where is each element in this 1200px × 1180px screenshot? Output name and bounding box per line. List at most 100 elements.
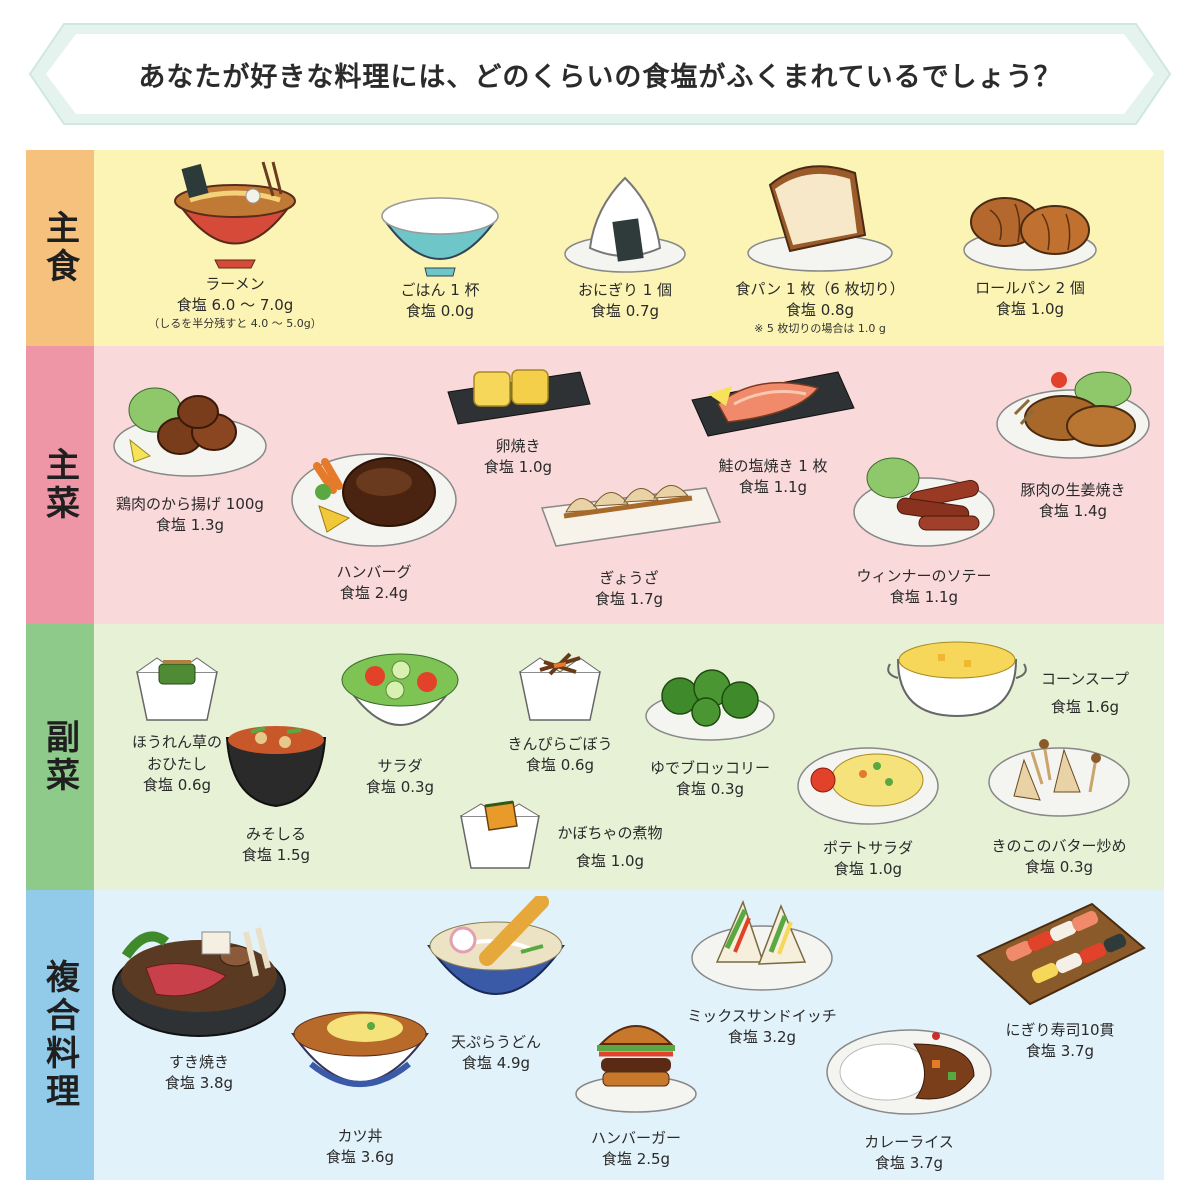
misoshiru-name: みそしる (245, 825, 306, 843)
roll-bread-illustration (963, 197, 1097, 271)
tempura-udon-illustration (427, 896, 565, 995)
section-main: 主菜 (26, 346, 1164, 624)
ohitashi-salt: 食塩 0.6g (142, 776, 212, 794)
shogayaki-salt: 食塩 1.4g (1038, 502, 1108, 520)
tempura-udon-salt: 食塩 4.9g (461, 1054, 531, 1072)
katsudon-illustration (291, 1011, 429, 1087)
salad-illustration (341, 653, 459, 726)
roll-name: ロールパン 2 個 (975, 279, 1085, 297)
item-ohitashi: ほうれん草の おひたし 食塩 0.6g (102, 648, 252, 796)
item-kinpira: きんぴらごぼう 食塩 0.6g (480, 650, 640, 776)
potato-salad-name: ポテトサラダ (822, 839, 913, 857)
title-frame (28, 23, 1172, 125)
sukiyaki-name: すき焼き (168, 1053, 229, 1071)
cornsoup-illustration (887, 641, 1027, 718)
ohitashi-name-line1: ほうれん草の (131, 733, 222, 751)
hamburger-illustration (575, 1025, 697, 1113)
item-broccoli: ゆでブロッコリー 食塩 0.3g (630, 662, 790, 800)
sushi-name: にぎり寿司10貫 (1005, 1021, 1115, 1039)
ramen-salt: 食塩 6.0 ～ 7.0g (176, 296, 294, 314)
item-katsudon: カツ丼 食塩 3.6g (280, 994, 440, 1168)
karaage-illustration (113, 387, 267, 477)
potato-salad-salt: 食塩 1.0g (833, 860, 903, 878)
kinoko-salt: 食塩 0.3g (1024, 858, 1094, 876)
section-label-combined: 複合料理 (26, 890, 94, 1180)
kinpira-illustration (519, 652, 601, 721)
curry-illustration (826, 1029, 992, 1115)
ohitashi-illustration (136, 657, 218, 721)
item-salad: サラダ 食塩 0.3g (330, 640, 470, 798)
broccoli-name: ゆでブロッコリー (649, 759, 770, 777)
rice-bowl-illustration (381, 197, 499, 277)
curry-salt: 食塩 3.7g (874, 1154, 944, 1172)
shogayaki-illustration (996, 371, 1150, 459)
hamburger-name: ハンバーガー (590, 1129, 681, 1147)
sandwich-salt: 食塩 3.2g (727, 1028, 797, 1046)
section-body-main (94, 346, 1164, 624)
hamburg-illustration (291, 453, 457, 547)
misoshiru-salt: 食塩 1.5g (241, 846, 311, 864)
hamburger-salt: 食塩 2.5g (601, 1150, 671, 1168)
item-kinoko: きのこのバター炒め 食塩 0.3g (976, 730, 1142, 878)
item-sandwich: ミックスサンドイッチ 食塩 3.2g (670, 892, 854, 1048)
item-rice: ごはん 1 杯 食塩 0.0g (360, 180, 520, 322)
ramen-illustration (174, 161, 296, 269)
item-shogayaki: 豚肉の生姜焼き 食塩 1.4g (988, 360, 1158, 522)
item-karaage: 鶏肉のから揚げ 100g 食塩 1.3g (100, 370, 280, 536)
tamagoyaki-salt: 食塩 1.0g (483, 458, 553, 476)
item-bread: 食パン 1 枚（6 枚切り） 食塩 0.8g ※ 5 枚切りの場合は 1.0 g (720, 155, 920, 337)
ramen-note: （しるを半分残すと 4.0 ～ 5.0g） (148, 317, 322, 330)
kinpira-salt: 食塩 0.6g (525, 756, 595, 774)
kinpira-name: きんぴらごぼう (507, 735, 613, 753)
item-tempura-udon: 天ぷらうどん 食塩 4.9g (416, 896, 576, 1074)
gyoza-illustration (540, 485, 722, 547)
bread-note: ※ 5 枚切りの場合は 1.0 g (754, 322, 886, 335)
item-sushi: にぎり寿司10貫 食塩 3.7g (970, 898, 1150, 1062)
shogayaki-name: 豚肉の生姜焼き (1020, 481, 1126, 499)
wiener-name: ウィンナーのソテー (856, 567, 992, 585)
broccoli-salt: 食塩 0.3g (675, 780, 745, 798)
sandwich-illustration (691, 899, 833, 991)
rice-salt: 食塩 0.0g (405, 302, 475, 320)
kabocha-salt: 食塩 1.0g (575, 852, 645, 870)
onigiri-salt: 食塩 0.7g (590, 302, 660, 320)
item-roll: ロールパン 2 個 食塩 1.0g (950, 180, 1110, 320)
karaage-name: 鶏肉のから揚げ 100g (116, 495, 264, 513)
broccoli-illustration (645, 669, 775, 741)
sandwich-name: ミックスサンドイッチ (687, 1007, 837, 1025)
bread-illustration (747, 165, 893, 272)
tamagoyaki-illustration (447, 369, 591, 425)
kinoko-name: きのこのバター炒め (991, 837, 1127, 855)
gyoza-salt: 食塩 1.7g (594, 590, 664, 608)
sushi-salt: 食塩 3.7g (1025, 1042, 1095, 1060)
bread-salt: 食塩 0.8g (785, 301, 855, 319)
item-hamburger: ハンバーガー 食塩 2.5g (556, 1010, 716, 1170)
item-curry: カレーライス 食塩 3.7g (824, 1014, 994, 1174)
section-label-side: 副菜 (26, 624, 94, 890)
item-tamagoyaki: 卵焼き 食塩 1.0g (438, 358, 598, 478)
item-salmon: 鮭の塩焼き 1 枚 食塩 1.1g (688, 364, 858, 498)
roll-salt: 食塩 1.0g (995, 300, 1065, 318)
sushi-illustration (976, 902, 1146, 1006)
rice-name: ごはん 1 杯 (400, 281, 480, 299)
title-banner: あなたが好きな料理には、どのくらいの食塩がふくまれているでしょう？ (24, 18, 1176, 130)
item-ramen: ラーメン 食塩 6.0 ～ 7.0g （しるを半分残すと 4.0 ～ 5.0g） (140, 156, 330, 332)
hamburg-name: ハンバーグ (336, 563, 412, 581)
potato-salad-illustration (797, 747, 939, 825)
tempura-udon-name: 天ぷらうどん (450, 1033, 541, 1051)
hamburg-salt: 食塩 2.4g (339, 584, 409, 602)
ramen-name: ラーメン (205, 275, 265, 293)
misoshiru-illustration (225, 726, 327, 808)
onigiri-illustration (564, 176, 686, 273)
kinoko-illustration (988, 739, 1130, 817)
item-cornsoup (882, 630, 1032, 720)
salad-salt: 食塩 0.3g (365, 778, 435, 796)
salmon-salt: 食塩 1.1g (738, 478, 808, 496)
salmon-illustration (691, 371, 855, 437)
wiener-salt: 食塩 1.1g (889, 588, 959, 606)
item-onigiri: おにぎり 1 個 食塩 0.7g (540, 168, 710, 322)
curry-name: カレーライス (864, 1133, 954, 1151)
item-misoshiru: みそしる 食塩 1.5g (206, 718, 346, 866)
item-sukiyaki: すき焼き 食塩 3.8g (106, 906, 292, 1094)
